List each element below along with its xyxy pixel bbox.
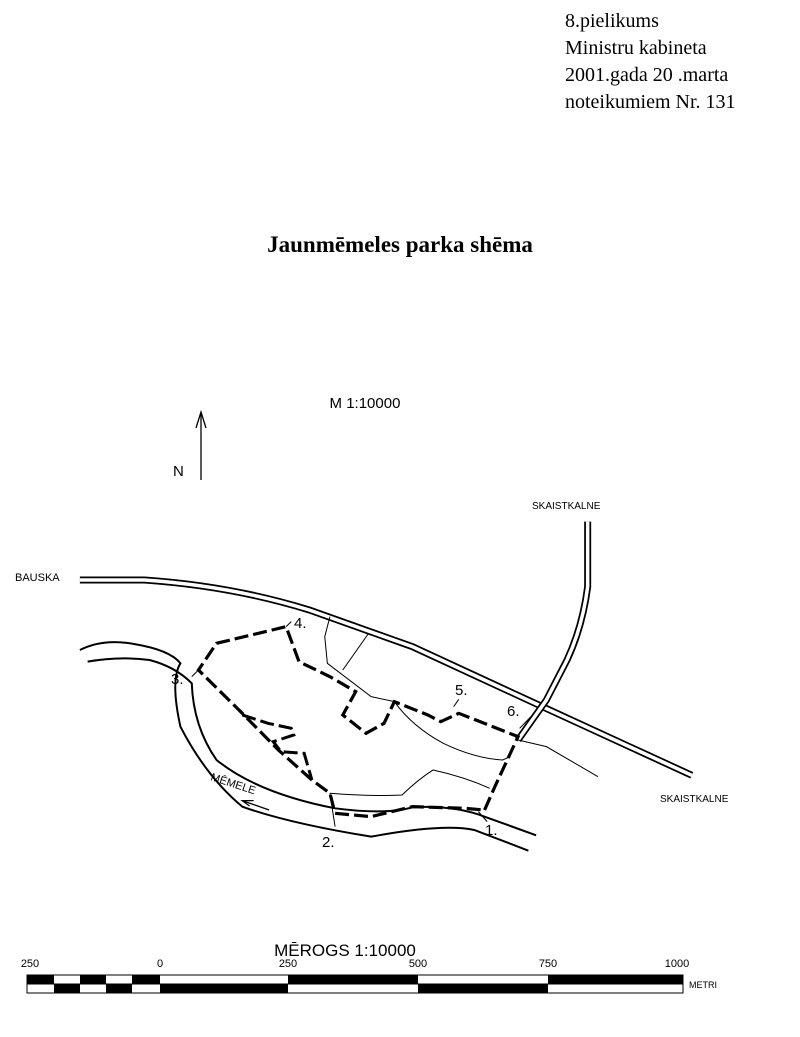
- point-label-1: 1.: [485, 822, 498, 839]
- scalebar-ticks: 250 0 250 500 750 1000: [21, 958, 689, 970]
- point-label-3: 3.: [171, 671, 184, 688]
- scalebar-tick: 750: [539, 958, 557, 970]
- map-scale-text: M 1:10000: [330, 395, 401, 412]
- place-label-skaistkalne-north: SKAISTKALNE: [532, 501, 601, 512]
- scalebar: [26, 974, 684, 994]
- scalebar-tick: 1000: [665, 958, 689, 970]
- point-label-4: 4.: [294, 615, 307, 632]
- place-label-skaistkalne-east: SKAISTKALNE: [660, 794, 729, 805]
- point-label-2: 2.: [322, 834, 335, 851]
- scalebar-tick: 250: [21, 958, 39, 970]
- scalebar-tick: 500: [409, 958, 427, 970]
- annex-line: Ministru kabineta: [565, 37, 707, 59]
- park-boundary-inner: [242, 715, 312, 780]
- park-boundary: [198, 627, 518, 817]
- internal-lines: [192, 617, 598, 827]
- place-label-bauska: BAUSKA: [15, 572, 60, 584]
- annex-line: 2001.gada 20 .marta: [565, 64, 729, 86]
- river-bank-north: [80, 642, 528, 850]
- scalebar-unit: METRI: [689, 980, 717, 990]
- north-label: N: [173, 463, 184, 480]
- north-arrow-icon: [195, 409, 207, 480]
- scalebar-tick: 250: [279, 958, 297, 970]
- river-label-memele: MĒMELE: [209, 771, 257, 797]
- page-title: Jaunmēmeles parka shēma: [267, 232, 533, 257]
- scalebar-title: MĒROGS 1:10000: [274, 941, 416, 960]
- point-label-6: 6.: [507, 703, 520, 720]
- scalebar-tick: 0: [157, 958, 163, 970]
- annex-reference: 8.pielikums Ministru kabineta 2001.gada …: [565, 8, 736, 116]
- annex-line: noteikumiem Nr. 131: [565, 91, 736, 113]
- point-label-5: 5.: [455, 682, 468, 699]
- annex-line: 8.pielikums: [565, 10, 659, 32]
- river-flow-arrow-icon: [242, 801, 269, 810]
